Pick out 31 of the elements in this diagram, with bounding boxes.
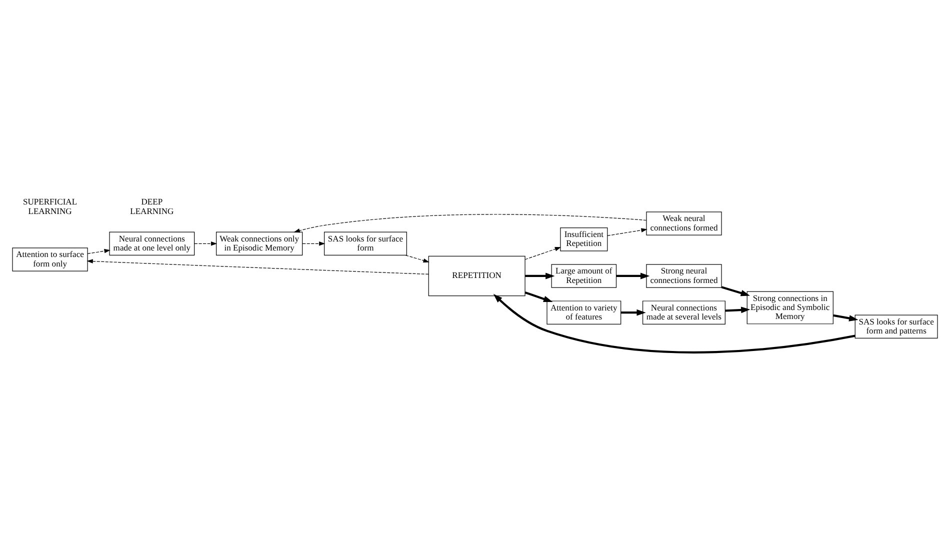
node-box: Insufficient Repetition bbox=[560, 227, 608, 252]
arrow bbox=[524, 291, 553, 302]
node-box: Large amount of Repetition bbox=[551, 264, 617, 288]
node-box: Neural connections made at one level only bbox=[109, 232, 195, 256]
arrow bbox=[194, 242, 218, 246]
node-box: Strong connections in Episodic and Symbolic Memory bbox=[746, 291, 834, 324]
arrow bbox=[525, 272, 555, 280]
arrow bbox=[87, 248, 110, 254]
label: SUPERFICIAL LEARNING bbox=[23, 196, 78, 216]
node-box: Strong neural connections formed bbox=[646, 264, 722, 288]
arrow bbox=[616, 272, 650, 280]
label: DEEP LEARNING bbox=[130, 196, 174, 216]
node-box: Weak connections only in Episodic Memory bbox=[216, 232, 303, 256]
arrow bbox=[621, 309, 646, 316]
arrow bbox=[721, 286, 750, 296]
arrow bbox=[86, 259, 429, 274]
arrow bbox=[493, 294, 856, 354]
node-box: Attention to surface form only bbox=[12, 248, 88, 272]
arrow bbox=[294, 214, 647, 233]
node-box: REPETITION bbox=[428, 256, 526, 296]
node-box: Attention to variety of features bbox=[546, 300, 622, 324]
arrow bbox=[607, 228, 648, 236]
node-box: Weak neural connections formed bbox=[646, 212, 722, 236]
node-box: SAS looks for surface form and patterns bbox=[854, 314, 938, 339]
arrow bbox=[833, 314, 858, 322]
arrow bbox=[524, 247, 562, 260]
arrow bbox=[302, 242, 326, 246]
arrow bbox=[725, 306, 750, 314]
arrow bbox=[405, 254, 430, 263]
node-box: SAS looks for surface form bbox=[324, 232, 407, 256]
node-box: Neural connections made at several levels bbox=[642, 300, 726, 324]
